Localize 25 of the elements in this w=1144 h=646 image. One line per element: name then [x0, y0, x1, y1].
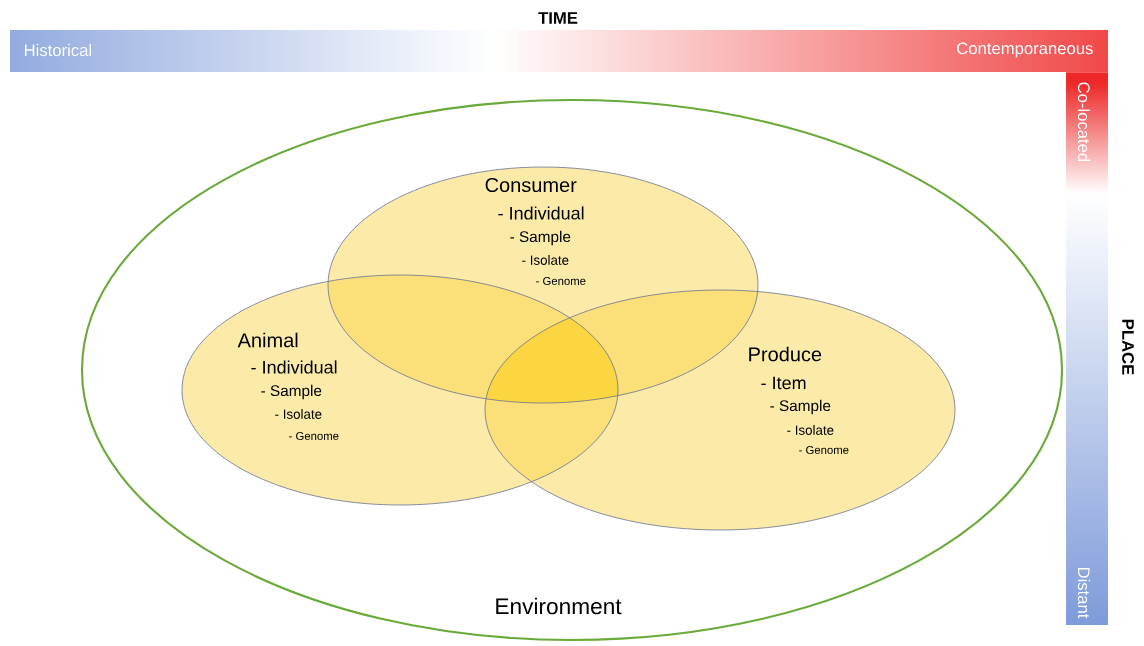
axis-title: PLACE: [1122, 319, 1134, 375]
bar-label: Co-located: [1077, 82, 1091, 162]
list-item: - Item: [761, 376, 806, 390]
list-item: - Genome: [799, 446, 849, 454]
environment-label: Environment: [496, 597, 622, 615]
axis-title: TIME: [538, 12, 578, 24]
list-item: - Genome: [536, 277, 586, 285]
list-item: - Sample: [770, 399, 831, 415]
list-item: - Genome: [289, 432, 339, 440]
list-item: - Sample: [510, 230, 571, 246]
list-item: - Individual: [251, 360, 337, 374]
category-heading: Consumer: [485, 177, 577, 193]
bar-label: Historical: [24, 43, 91, 57]
bar-label: Contemporaneous: [957, 42, 1093, 58]
venn-ellipse: [181, 274, 619, 506]
list-item: - Isolate: [275, 409, 322, 419]
environment-ellipse: [80, 98, 1064, 642]
venn-ellipse: [484, 289, 956, 531]
category-heading: Animal: [237, 332, 298, 348]
list-item: - Isolate: [522, 255, 569, 265]
category-heading: Produce: [749, 346, 822, 362]
list-item: - Sample: [261, 384, 322, 400]
bar-label: Distant: [1077, 567, 1091, 619]
list-item: - Individual: [498, 206, 584, 220]
list-item: - Isolate: [787, 425, 834, 435]
